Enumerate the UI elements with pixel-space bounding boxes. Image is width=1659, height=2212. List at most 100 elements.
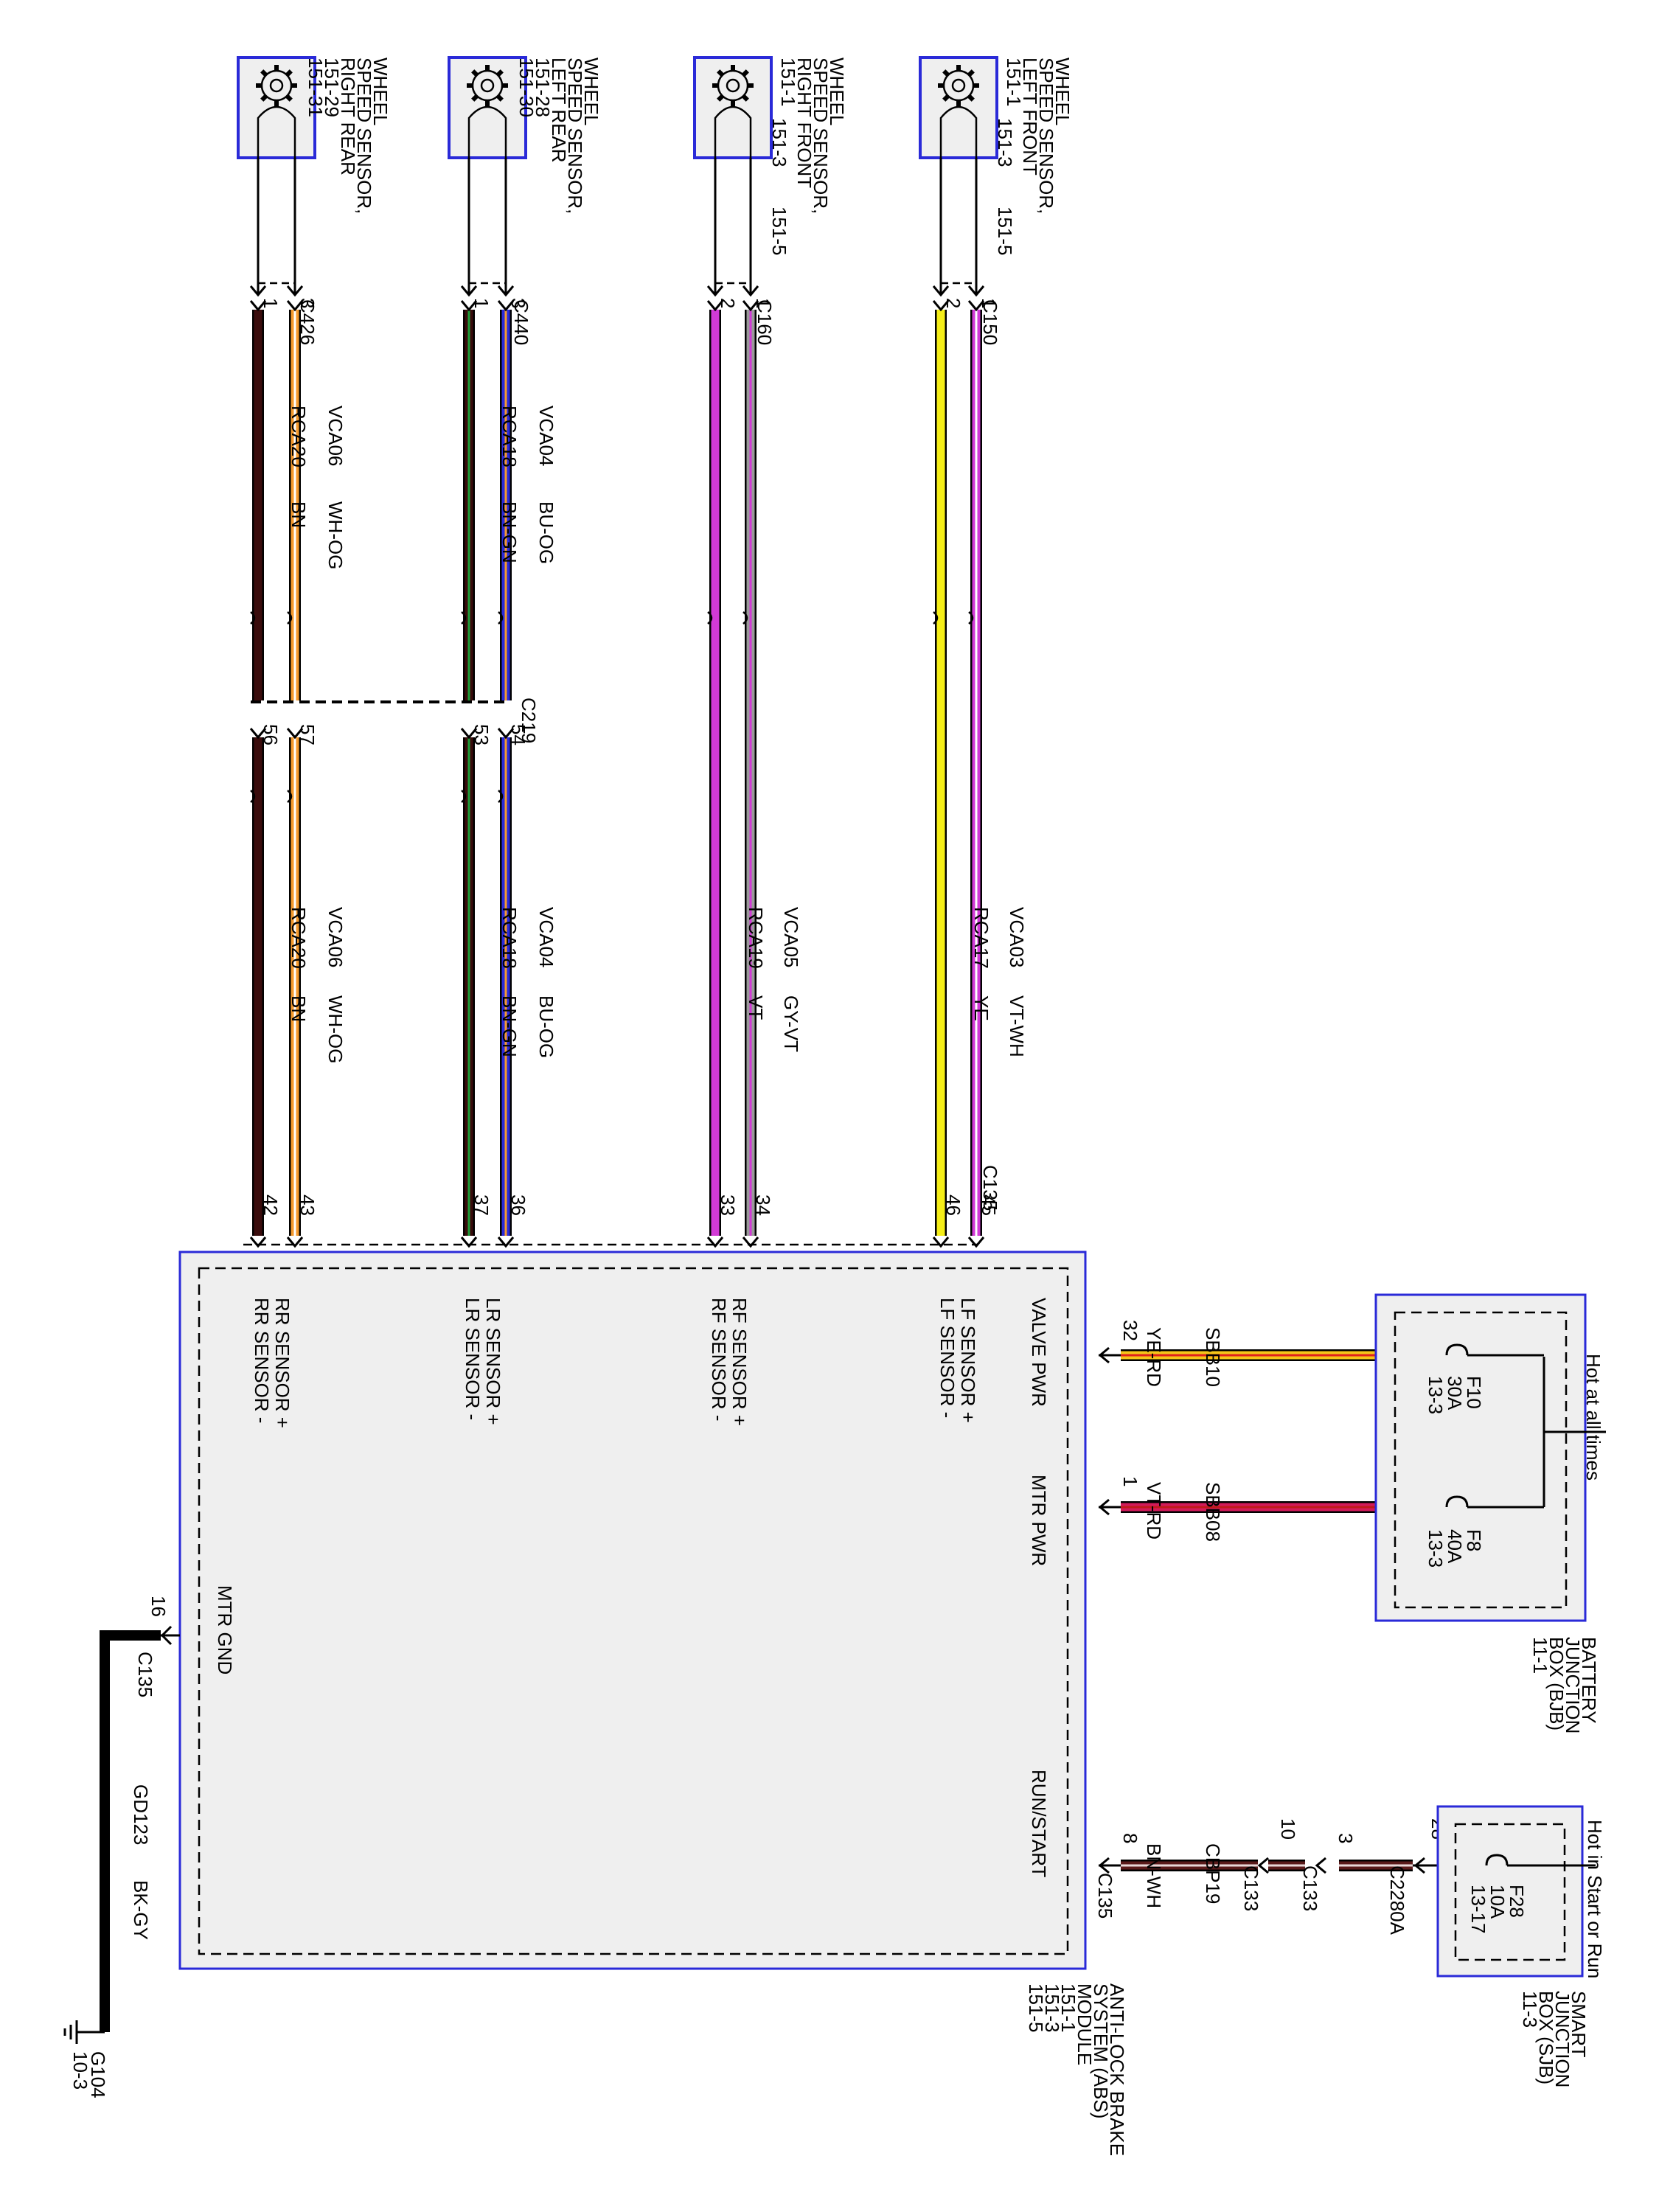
- wire-pin-sensor: 3: [296, 298, 319, 308]
- run-color: BN-WH: [1143, 1843, 1165, 1908]
- wire-pin-abs: 33: [717, 1194, 739, 1216]
- valve-color: YE-RD: [1143, 1327, 1165, 1387]
- wire-color: VT-WH: [1006, 995, 1028, 1057]
- connector-c2280a: C2280A: [1386, 1865, 1408, 1935]
- wire-color: BN-GN: [498, 501, 521, 563]
- wire-pin-abs: 45: [978, 1194, 1000, 1216]
- wire-pin-abs: 34: [752, 1194, 774, 1216]
- ground-symbol-icon: [63, 2020, 105, 2044]
- wire-color: GY-VT: [780, 995, 802, 1052]
- sensor-title-line: RIGHT FRONT: [793, 58, 815, 188]
- sjb-fuse-rating: 10A: [1486, 1885, 1509, 1919]
- ground-pin: 16: [147, 1596, 170, 1617]
- twist-marker: [461, 611, 467, 625]
- wire-pin-c219: 54: [507, 724, 529, 745]
- abs-title-line: 151-3: [1041, 1983, 1063, 2033]
- valve-power-wire: [1098, 1346, 1376, 1364]
- abs-label-rf-pos: RF SENSOR +: [728, 1298, 751, 1426]
- twist-marker: [968, 611, 974, 625]
- abs-module-title: ANTI-LOCK BRAKE SYSTEM (ABS) MODULE 151-…: [1025, 1983, 1128, 2156]
- sjb-inner-dashed: [1454, 1823, 1566, 1961]
- wire-pin-c219: 56: [260, 724, 282, 745]
- wire-circuit: RCA17: [970, 907, 992, 969]
- bjb-label: BATTERY JUNCTION BOX (BJB) 11-1: [1529, 1637, 1600, 1733]
- connector-c219: C219: [518, 698, 540, 743]
- connector-arrow: [286, 1237, 304, 1248]
- connector-arrow: [497, 728, 515, 740]
- abs-label-mtr: MTR PWR: [1028, 1475, 1050, 1566]
- connector-arrow: [706, 285, 724, 297]
- connector-arrow: [932, 1237, 950, 1248]
- bjb-inner-dashed: [1394, 1311, 1568, 1609]
- sensor-ref: 151-5: [994, 206, 1016, 256]
- sensor-title-line: LEFT REAR: [548, 58, 570, 163]
- sensor-title-line: SPEED SENSOR,: [353, 58, 375, 214]
- wire-pin-sensor: 1: [470, 298, 493, 308]
- connector-c135-top: C135: [979, 1165, 1001, 1211]
- connector-arrow: [249, 285, 267, 297]
- connector-c160: C160: [754, 299, 776, 345]
- bjb-fuse-name: F8: [1463, 1529, 1485, 1551]
- mtr-circuit: SBB08: [1202, 1482, 1224, 1542]
- wire-circuit: RCA19: [745, 907, 767, 969]
- connector-arrow: [497, 1237, 515, 1248]
- sensor-title-line: SPEED SENSOR,: [1035, 58, 1057, 214]
- wire-pin-c219: 57: [296, 724, 319, 745]
- gear-icon: [712, 65, 754, 106]
- wire-circuit: VCA03: [1006, 907, 1028, 967]
- ground-circuit: GD123: [130, 1784, 152, 1845]
- mtr-pin: 1: [1119, 1476, 1141, 1486]
- bjb-hot-label: Hot at all times: [1582, 1354, 1604, 1481]
- wire-pin-sensor: 2: [717, 298, 739, 308]
- sensor-title-line: WHEEL: [1051, 58, 1074, 125]
- sensor-title-line: WHEEL: [580, 58, 602, 125]
- connector-c133a: C133: [1240, 1865, 1262, 1911]
- wire-pin-abs: 43: [296, 1194, 319, 1216]
- abs-label-rr-neg: RR SENSOR -: [251, 1298, 273, 1423]
- wire-color: BU-OG: [535, 501, 557, 564]
- sensor-title-line: WHEEL: [369, 58, 392, 125]
- twist-marker: [250, 611, 256, 625]
- wire-pin-sensor: 2: [942, 298, 964, 308]
- ground-color: BK-GY: [130, 1880, 152, 1940]
- bjb-fuse-rating: 30A: [1444, 1376, 1466, 1411]
- abs-label-rf-neg: RF SENSOR -: [708, 1298, 730, 1422]
- wire-pin-sensor: 1: [978, 298, 1000, 308]
- abs-title-line: ANTI-LOCK BRAKE: [1106, 1983, 1128, 2156]
- abs-label-lr-neg: LR SENSOR -: [462, 1298, 484, 1420]
- twist-marker: [498, 790, 504, 803]
- abs-module-box: [178, 1251, 1087, 1970]
- connector-c133b: C133: [1299, 1865, 1321, 1911]
- abs-label-valve: VALVE PWR: [1028, 1298, 1050, 1407]
- connector-arrow: [742, 285, 759, 297]
- twist-marker: [287, 611, 293, 625]
- sensor-coil-icon: [467, 105, 507, 158]
- connector-arrow: [932, 300, 950, 312]
- connector-c440: C440: [510, 299, 532, 345]
- twist-marker: [287, 790, 293, 803]
- connector-arrow: [249, 728, 267, 740]
- wire-circuit: VCA04: [535, 907, 557, 967]
- connector-arrow: [706, 300, 724, 312]
- connector-arrow: [1413, 1857, 1425, 1874]
- sensor-title-line: 151-1: [1003, 58, 1025, 107]
- connector-arrow: [967, 285, 985, 297]
- gear-icon: [467, 65, 508, 106]
- connector-arrow: [460, 285, 478, 297]
- sensor-ref: 151-3: [994, 118, 1016, 167]
- run-power-wire: [1098, 1857, 1455, 1874]
- valve-pin: 32: [1119, 1320, 1141, 1341]
- sjb-label-line: 11-3: [1519, 1991, 1541, 2028]
- connector-c426: C426: [296, 299, 319, 345]
- wire-color: BU-OG: [535, 995, 557, 1058]
- sensor-ref: 151-3: [768, 118, 790, 167]
- twist-marker: [933, 611, 939, 625]
- valve-circuit: SBB10: [1202, 1327, 1224, 1387]
- ground-name: G104: [87, 2051, 109, 2098]
- connector-arrow: [742, 300, 759, 312]
- sensor-coil-icon: [939, 105, 978, 158]
- sensor-title-line: 151-31: [305, 58, 327, 117]
